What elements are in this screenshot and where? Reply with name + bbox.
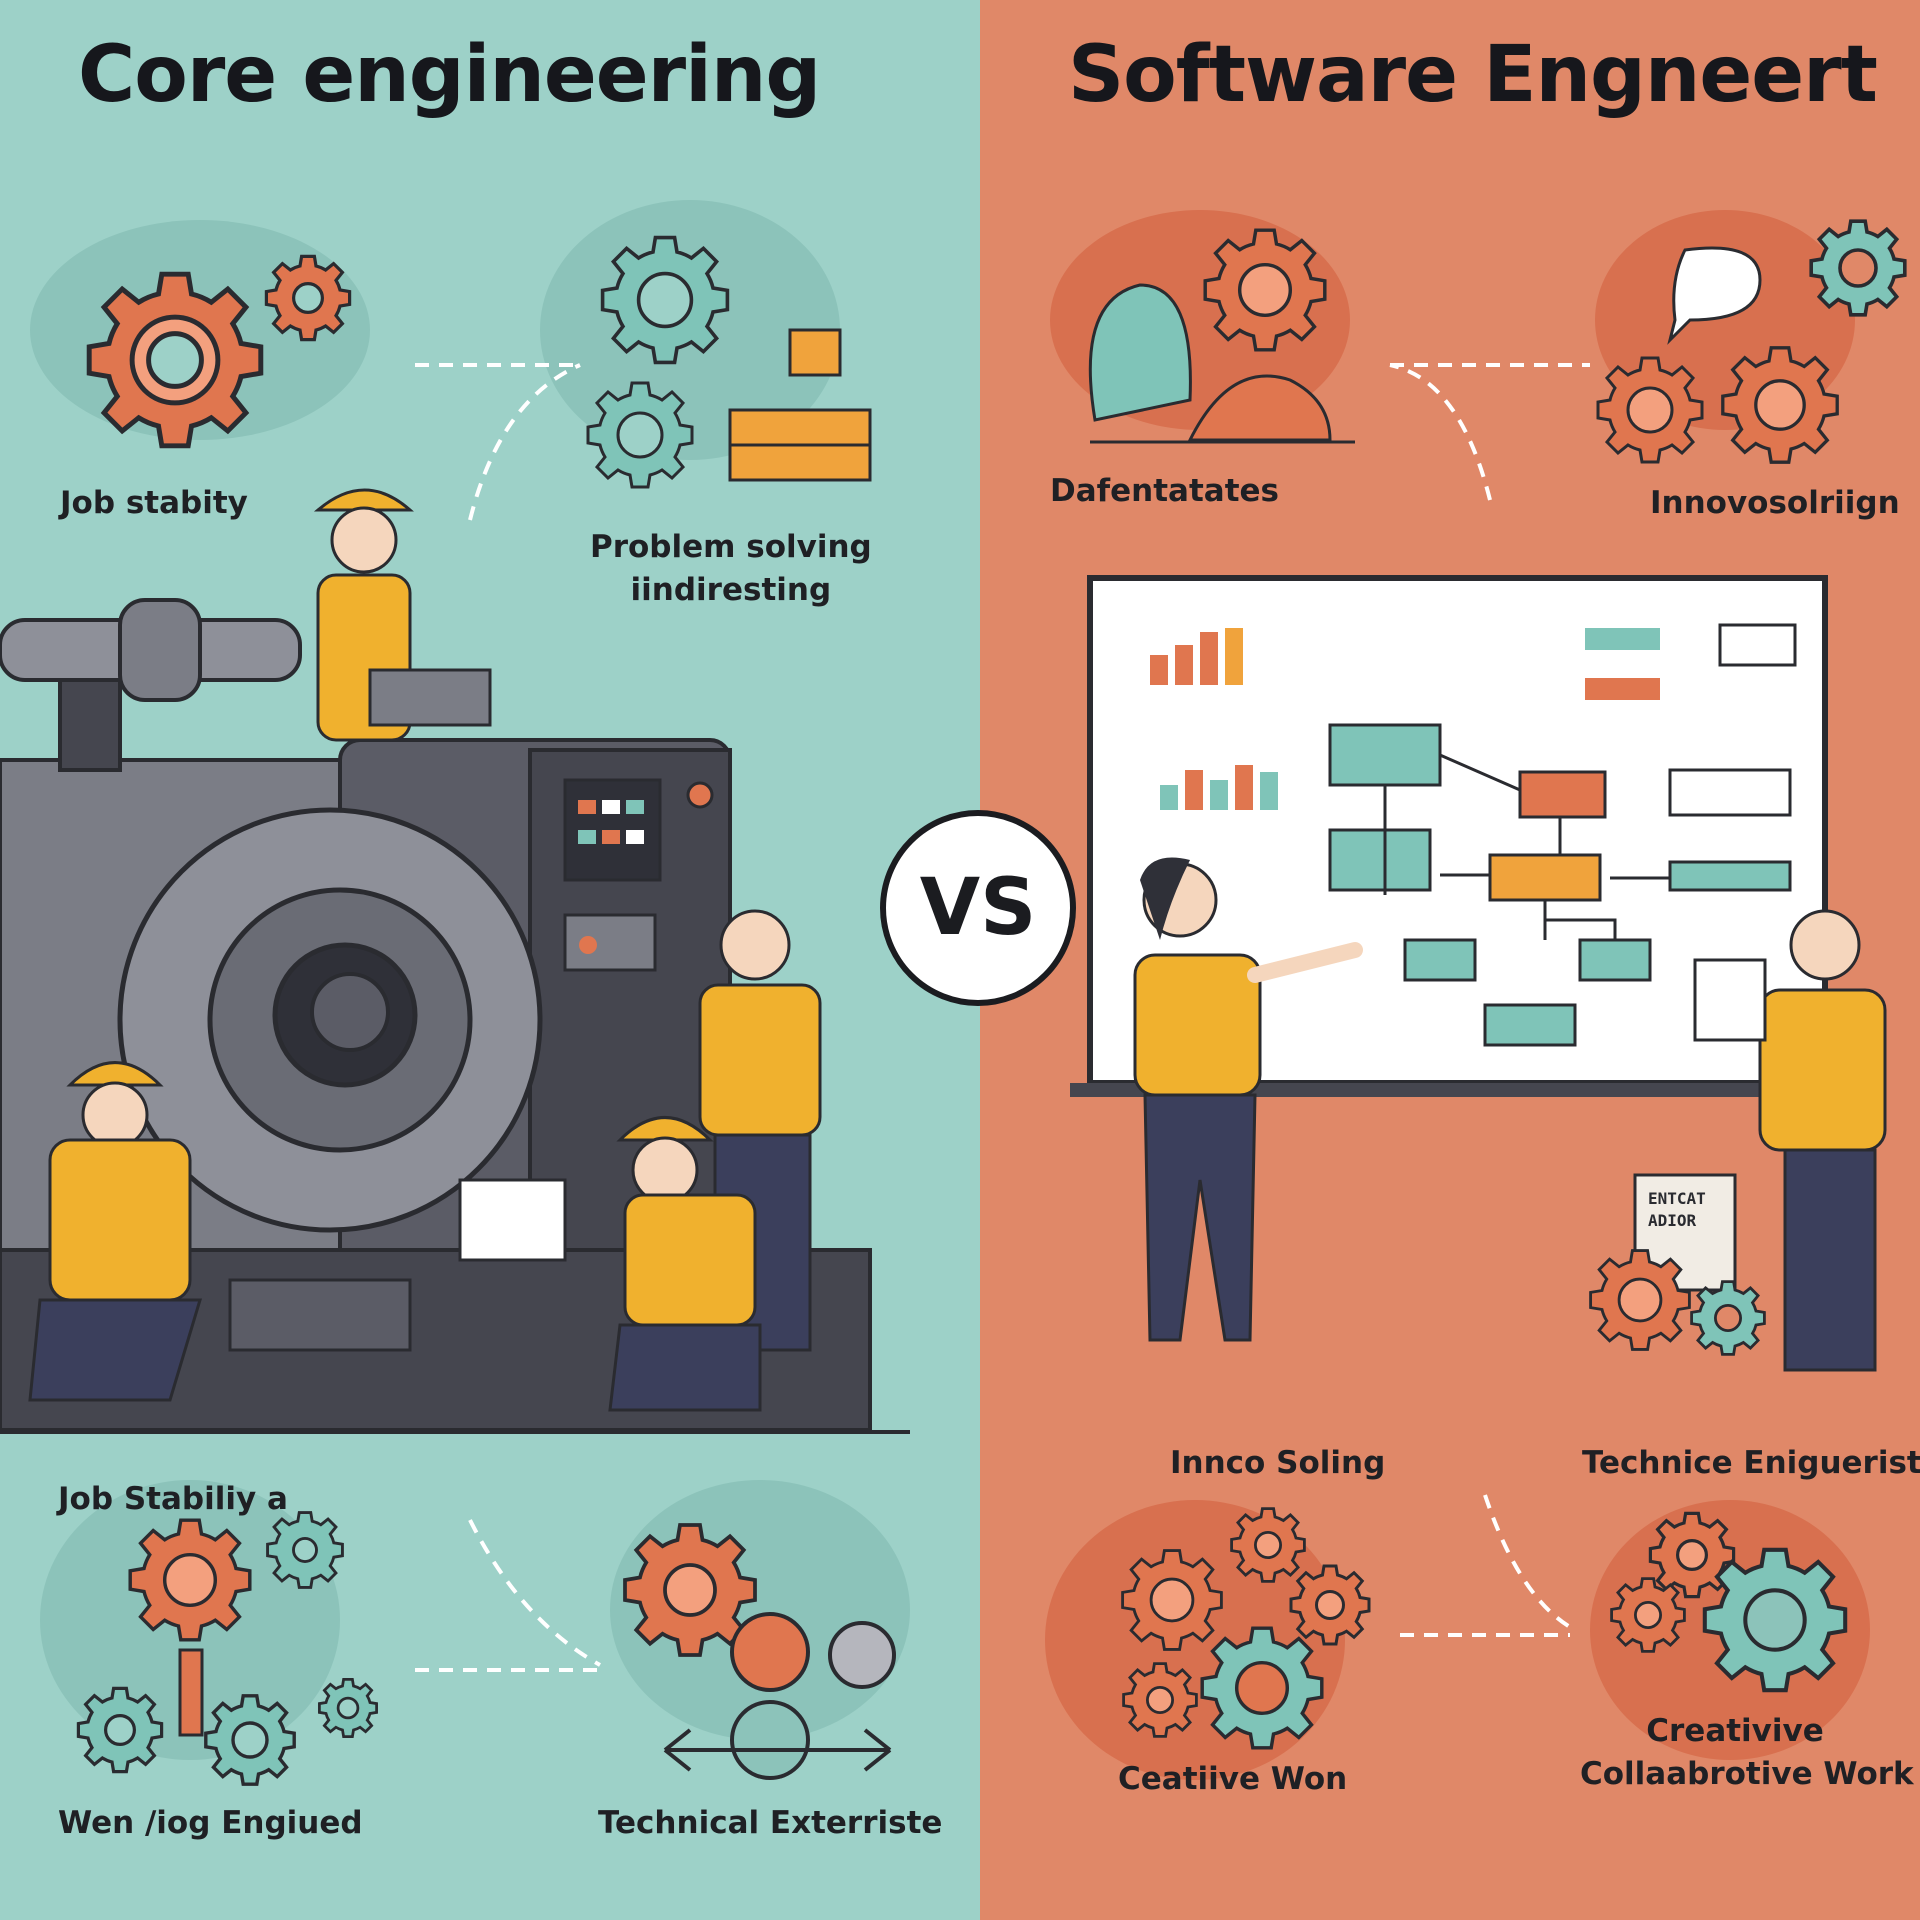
teal-gear-icon [1690,1280,1766,1356]
man-with-tablet [1693,909,1887,1372]
seated-worker-with-laptop [458,1116,762,1412]
whiteboard [1070,575,1845,1097]
label-dafentatates: Dafentatates [1050,473,1280,509]
teal-gear-icon [1200,1626,1324,1750]
chat-bubble-icon [1667,246,1762,345]
teal-gear-icon [266,1511,344,1589]
teal-gear-icon [204,1694,296,1786]
teal-gear-icon [1705,1550,1845,1690]
orange-gear-icon [1589,1249,1691,1351]
teal-gear-icon [318,1678,378,1738]
woman-presenting [1133,857,1363,1342]
label-problem-solving-line1: Problem solving [590,529,872,565]
orange-gear-icon [1596,356,1704,464]
orange-gear-icon [1230,1507,1306,1583]
label-collaborative-work-line2: Collaabrotive Work [1580,1756,1914,1793]
orange-gear-icon [1648,1511,1736,1599]
ring-icon [828,1621,896,1689]
ring-icon [730,1612,810,1692]
vs-badge: VS [880,810,1076,1006]
orange-gear-icon [1721,346,1839,464]
core-engineering-title: Core engineering [78,30,821,120]
orange-gear-icon [1203,228,1327,352]
standing-worker [698,909,822,1352]
teal-gear-icon [586,381,694,489]
double-arrow-icon [663,1728,892,1772]
vs-label: VS [919,863,1037,953]
software-engineer-title: Software Engneert [1068,30,1878,120]
teal-gear-icon [600,235,730,365]
document-text: ENTCAT ADIOR [1648,1188,1706,1233]
orange-gear-icon [128,1518,252,1642]
label-innovosolriign: Innovosolriign [1650,485,1900,521]
orange-gear-icon [1610,1577,1686,1653]
label-problem-solving: Problem solving iindiresting [590,526,872,613]
orange-gear-icon [264,254,352,342]
orange-gear-icon [89,274,261,446]
teal-gear-icon [1809,219,1907,317]
label-technical-exterriste: Technical Exterriste [598,1805,943,1841]
label-ceatiive-won: Ceatiive Won [1118,1761,1348,1797]
orange-gear-icon [623,1523,757,1657]
label-technice-enigueriste: Technice Enigueriste [1582,1445,1920,1481]
label-collaborative-work-line1: Creativive [1646,1713,1824,1749]
label-job-stability-bottom: Job Stabiliy a [58,1481,288,1517]
kneeling-worker [28,1061,203,1402]
label-wen-engiued: Wen /iog Engiued [58,1805,363,1841]
orange-gear-icon [1121,1549,1223,1651]
label-problem-solving-line2: iindiresting [630,572,832,609]
orange-gear-icon [1289,1564,1371,1646]
lightbulb-icon [1088,283,1192,422]
label-collaborative-work: Creativive Collaabrotive Work [1580,1710,1914,1797]
label-innco-soling: Innco Soling [1170,1445,1386,1481]
worker-with-laptop [313,488,492,742]
orange-gear-icon [1122,1662,1198,1738]
teal-gear-icon [76,1686,164,1774]
ring-icon [730,1700,810,1780]
label-job-stability: Job stabity [60,485,248,521]
document-line-2: ADIOR [1648,1211,1697,1231]
document-line-1: ENTCAT [1648,1189,1706,1208]
